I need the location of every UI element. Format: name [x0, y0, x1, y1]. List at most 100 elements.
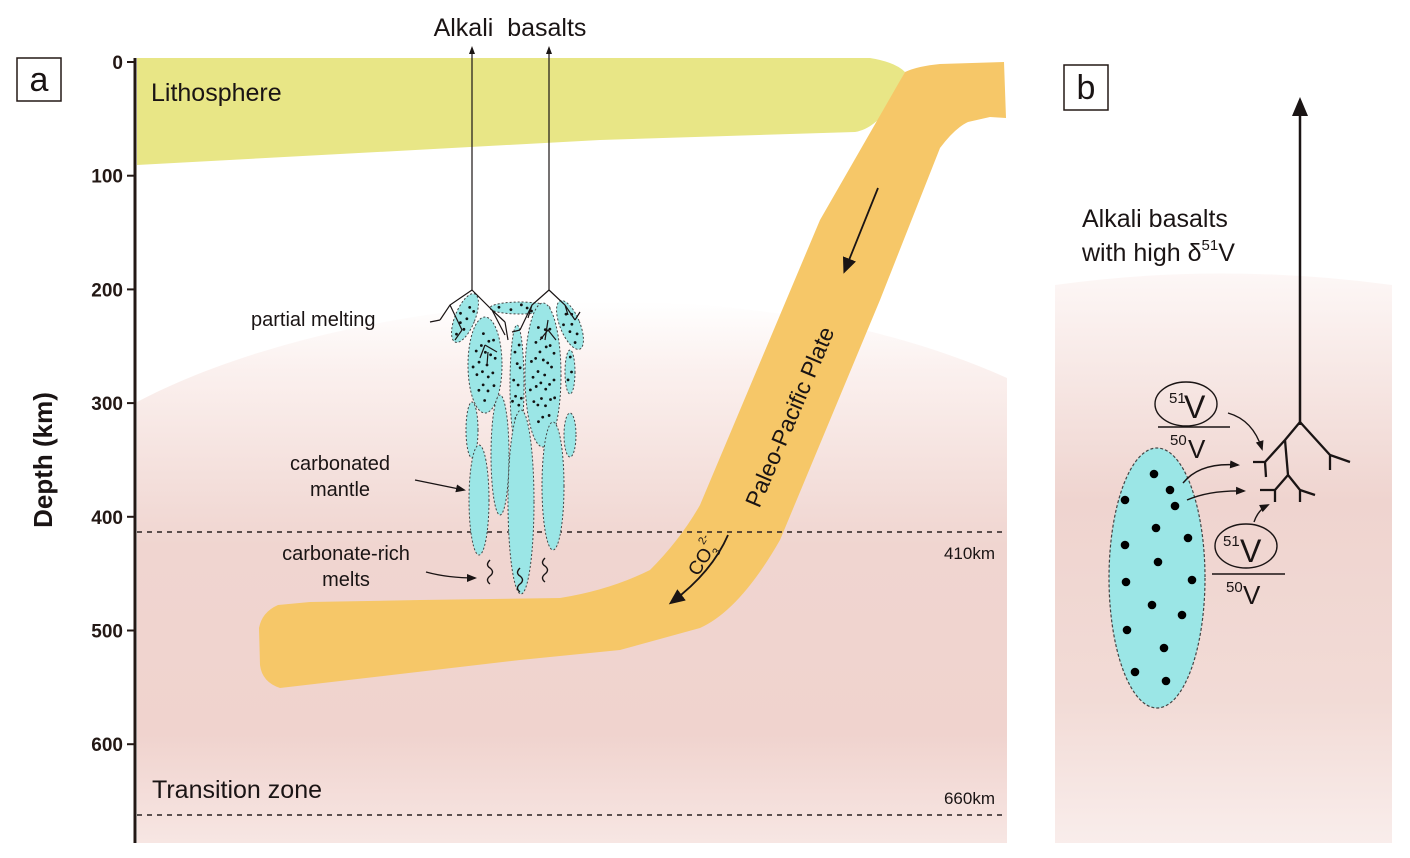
pod-dot: [549, 398, 552, 401]
svg-text:50: 50: [1170, 432, 1187, 449]
y-tick-label: 600: [91, 735, 123, 756]
lithosphere-label: Lithosphere: [151, 79, 282, 107]
melt-pod: [507, 409, 535, 595]
pod-dot: [492, 338, 495, 342]
pod-dot: [475, 373, 479, 377]
pod-dot: [517, 343, 521, 347]
pod-dot: [552, 378, 556, 382]
arrow-head-icon: [1292, 97, 1308, 116]
depth-660-label: 660km: [944, 789, 995, 808]
carbonated-mantle-arrow: [414, 479, 466, 493]
pod-dot: [537, 420, 540, 424]
pod-dot: [550, 365, 553, 369]
pod-dot: [1153, 557, 1163, 567]
pod-dot: [471, 365, 475, 369]
svg-text:51: 51: [1223, 533, 1240, 550]
pod-dot: [477, 388, 481, 392]
pod-dot: [1183, 533, 1193, 543]
pod-dot: [468, 305, 472, 309]
pod-dot: [548, 327, 552, 331]
panel-b-title-line2: with high δ51V: [1081, 237, 1235, 267]
melt-pod: [563, 412, 577, 458]
pod-dot: [568, 355, 572, 359]
y-tick-label: 0: [112, 53, 123, 74]
pod-dot: [1130, 667, 1140, 677]
pod-dot: [518, 366, 522, 370]
pod-dot: [534, 357, 538, 360]
y-tick-label: 400: [91, 508, 123, 529]
pod-dot: [534, 340, 538, 344]
pod-dot: [1177, 610, 1187, 620]
pod-dot: [1159, 643, 1169, 653]
vanadium-ratio-bottom: 51 V 50 V: [1212, 523, 1285, 610]
pod-dot: [544, 345, 548, 349]
pod-dot: [562, 323, 565, 327]
pod-dot: [513, 350, 517, 354]
panel-a-label-box: [16, 57, 62, 102]
pod-dot: [1122, 625, 1132, 635]
panel-a-label: a: [30, 61, 49, 99]
pod-dot: [548, 344, 552, 347]
pod-dot: [481, 370, 484, 374]
carbonate-rich-melts-label-line1: carbonate-rich: [282, 543, 410, 565]
pod-dot: [486, 389, 490, 393]
pod-dot: [548, 382, 551, 386]
pod-dot: [493, 356, 497, 360]
pod-dot: [568, 330, 572, 334]
panel-b-label-box: [1063, 64, 1109, 111]
melt-pods: [451, 293, 584, 595]
pod-dot: [539, 381, 543, 385]
pod-dot: [465, 317, 469, 321]
pod-dot: [519, 303, 523, 307]
pod-dot: [486, 375, 490, 379]
carbonate-rich-melts-label-line2: melts: [322, 569, 370, 591]
pod-dot: [575, 332, 579, 336]
panel-b-label: b: [1077, 69, 1096, 107]
melt-pod: [465, 401, 479, 459]
melt-squiggles: [486, 557, 549, 593]
pod-dot: [536, 370, 540, 373]
pod-dot: [532, 400, 536, 404]
pod-dot: [536, 326, 540, 329]
y-tick-label: 300: [91, 394, 123, 415]
carbonated-mantle-pod: [1108, 447, 1206, 709]
partial-melting-label: partial melting: [251, 309, 376, 331]
pod-dot: [531, 375, 535, 379]
pod-dot: [1120, 495, 1130, 505]
melt-pod: [468, 444, 490, 556]
pod-dot: [515, 362, 519, 366]
pod-dot: [528, 388, 532, 392]
melt-pod: [490, 394, 510, 516]
pod-dot: [516, 383, 520, 387]
pod-dot: [472, 310, 476, 313]
vanadium-ratio-top: 51 V 50 V: [1154, 381, 1230, 464]
melt-channels: [429, 289, 581, 366]
pod-arrow-lower: [1186, 486, 1246, 501]
panel-b: b Alkali basalts with high δ51V 51 V 50 …: [1055, 64, 1392, 843]
pod-dot: [547, 414, 551, 417]
svg-text:51: 51: [1169, 390, 1186, 407]
co3-release-arrow: [668, 534, 729, 605]
carbonate-rich-melts-arrow: [425, 571, 477, 582]
pod-dot: [1165, 485, 1175, 495]
svg-text:V: V: [1243, 580, 1261, 610]
y-tick-label: 100: [91, 167, 123, 188]
svg-text:3: 3: [710, 546, 723, 558]
transition-zone-label: Transition zone: [152, 776, 322, 804]
pod-dot: [553, 396, 557, 400]
pod-dot: [536, 403, 540, 407]
pod-dot: [525, 306, 529, 310]
pod-arrow-upper: [1182, 460, 1240, 484]
melt-pod: [451, 293, 479, 343]
pod-dot: [511, 399, 514, 403]
pod-dot: [538, 350, 542, 354]
pod-dot: [489, 353, 493, 357]
pod-dot: [534, 385, 538, 388]
slab-motion-arrow: [842, 187, 879, 274]
ratio-bottom-arrow: [1253, 504, 1270, 523]
pod-dot: [570, 370, 573, 374]
melt-pod: [541, 421, 565, 551]
